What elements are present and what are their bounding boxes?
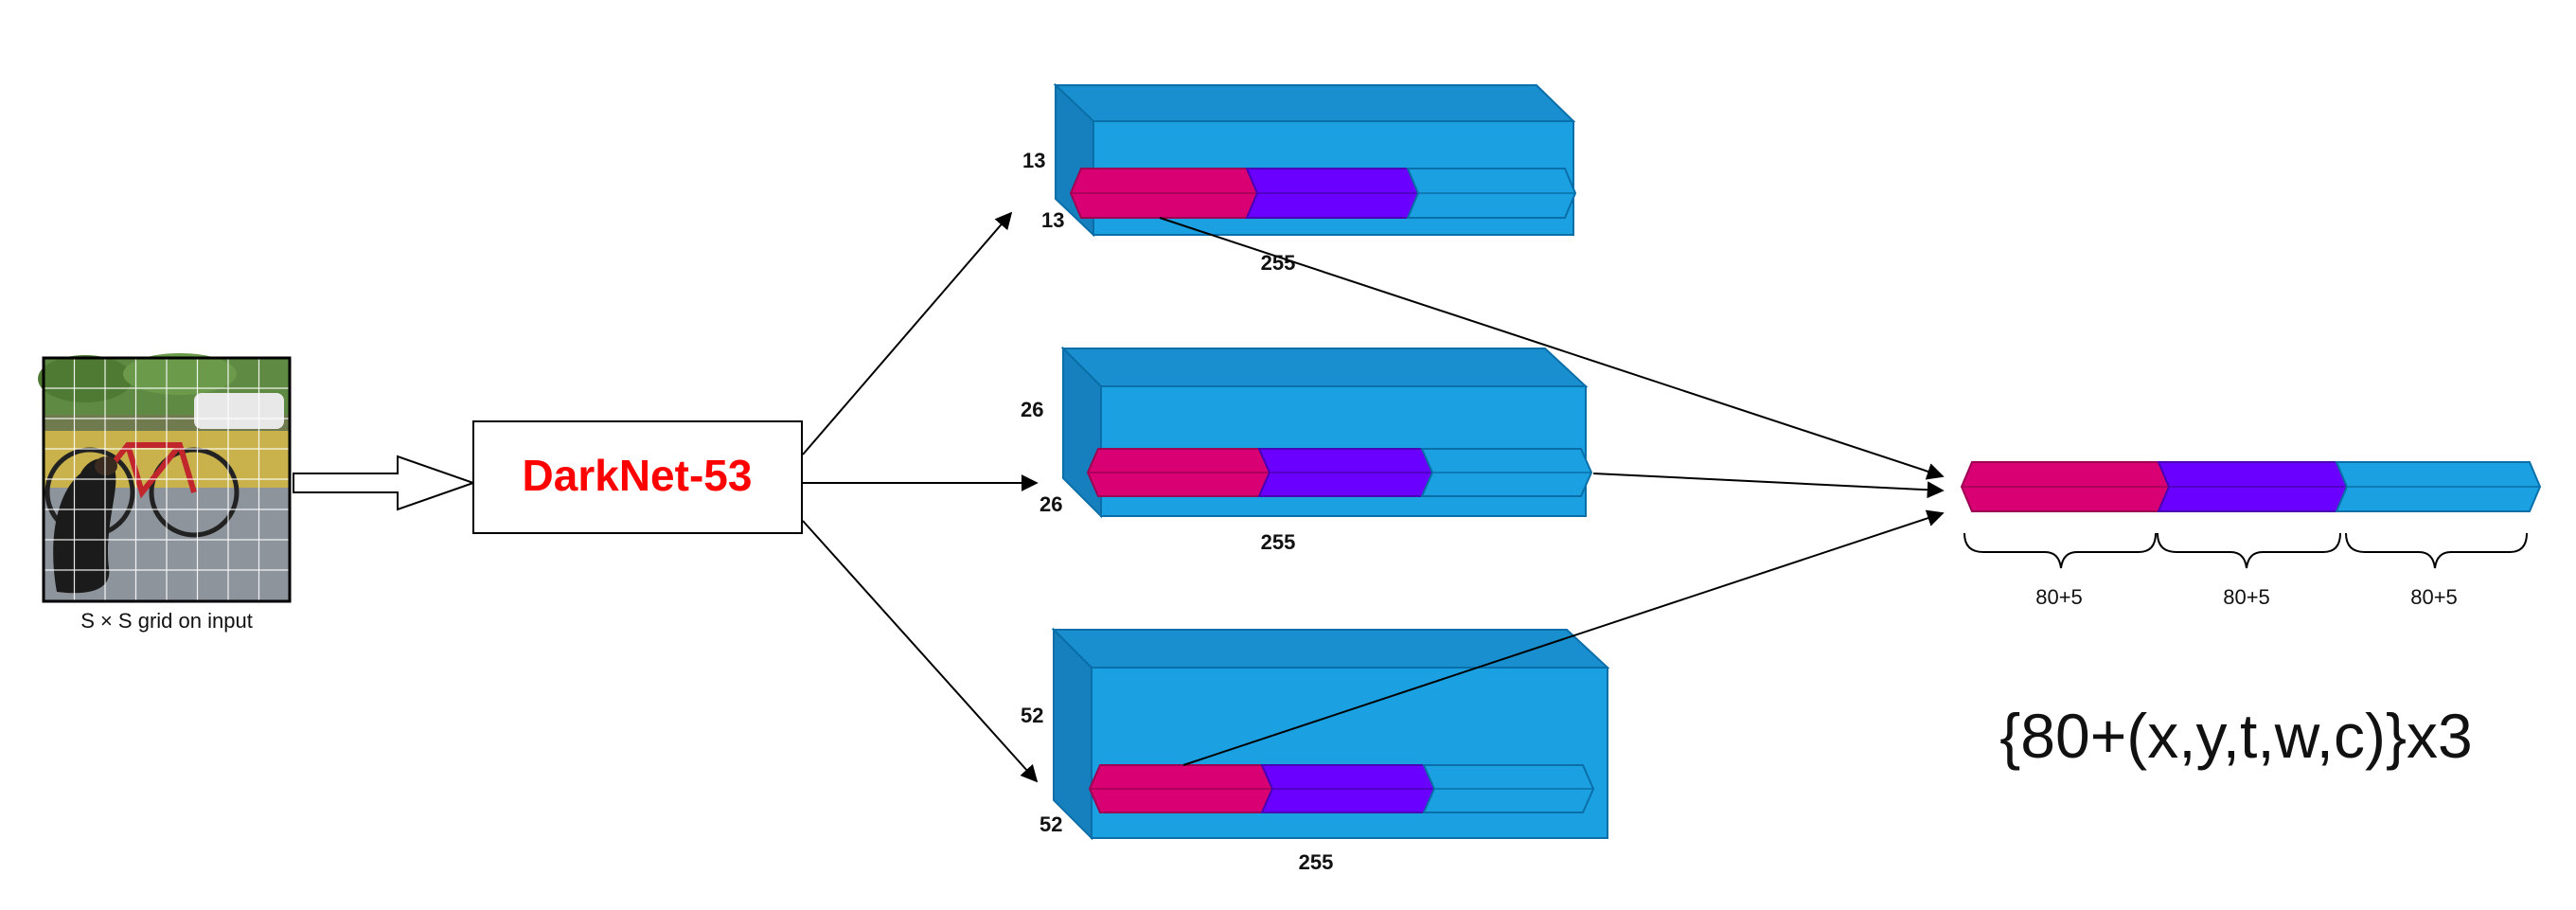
backbone-box — [472, 420, 803, 534]
arrow-to-scale-3 — [802, 520, 1039, 783]
scale-2-height: 26 — [1021, 398, 1043, 421]
scale-3-height: 52 — [1021, 704, 1043, 727]
scale-2-depth: 255 — [1261, 530, 1296, 554]
arrow-cell-2 — [1592, 473, 1945, 499]
arrow-cell-3 — [1182, 509, 1945, 766]
tensor-scale-52 — [1051, 627, 1610, 841]
scale-3-depth: 255 — [1299, 850, 1334, 874]
backbone-label: DarkNet-53 — [523, 451, 753, 500]
input-caption: S × S grid on input — [80, 609, 253, 633]
scale-3-width: 52 — [1039, 812, 1062, 836]
scale-1-width: 13 — [1041, 208, 1064, 232]
arrow-cell-1 — [1159, 217, 1945, 480]
input-image — [38, 353, 292, 603]
output-braces — [1963, 532, 2528, 569]
output-formula: {80+(x,y,t,w,c)}x3 — [1999, 701, 2473, 771]
scale-1-height: 13 — [1022, 149, 1045, 172]
segment-label-2: 80+5 — [2223, 585, 2270, 609]
scale-1-depth: 255 — [1261, 251, 1296, 275]
tensor-scale-13 — [1053, 82, 1577, 238]
segment-label-3: 80+5 — [2410, 585, 2458, 609]
scale-2-width: 26 — [1039, 492, 1062, 516]
output-vector — [1960, 461, 2542, 512]
arrow-to-scale-1 — [802, 211, 1013, 455]
segment-label-1: 80+5 — [2035, 585, 2083, 609]
tensor-scale-26 — [1060, 346, 1593, 519]
input-arrow — [293, 455, 477, 511]
